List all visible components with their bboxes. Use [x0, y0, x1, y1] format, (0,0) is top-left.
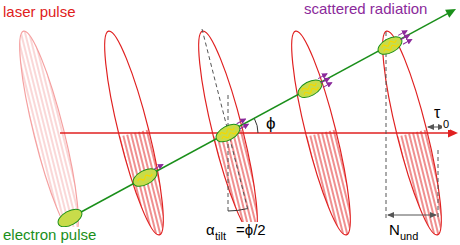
phi-arc	[254, 119, 258, 133]
guide-line	[438, 150, 439, 219]
guide-line	[202, 29, 248, 210]
guide-line	[386, 32, 387, 219]
guide-line	[228, 95, 229, 212]
dimension-arrow	[388, 215, 436, 216]
electron-axis-head	[445, 9, 456, 18]
electron-bunch	[375, 29, 412, 58]
subscript: tilt	[214, 231, 227, 242]
angle-symbol-box: ϕ	[265, 115, 277, 133]
subscript-box: 0	[442, 114, 450, 132]
electron-pulse-label: electron pulse	[2, 227, 97, 242]
radiation-label: scattered radiation	[303, 1, 428, 16]
duration-symbol-box: τ	[433, 104, 441, 122]
angle-symbol: ϕ	[265, 115, 277, 132]
subscript-box: und	[399, 226, 419, 244]
duration-symbol: τ	[433, 105, 441, 121]
laser-pulse-label-box: laser pulse	[2, 3, 77, 21]
subscript-box: tilt	[214, 226, 227, 244]
laser-pulse-label: laser pulse	[2, 4, 77, 19]
tilt-angle-arc	[228, 209, 247, 211]
electron-bunch	[213, 116, 250, 145]
angle-formula-box: =ϕ/2	[235, 221, 267, 239]
subscript: und	[399, 231, 419, 242]
electron-bunch	[130, 161, 167, 190]
subscript: 0	[442, 119, 450, 130]
laser-axis	[60, 132, 450, 134]
electron-bunch	[295, 72, 332, 101]
electron-pulse-label-box: electron pulse	[2, 226, 97, 244]
electron-axis	[70, 13, 448, 218]
radiation-label-box: scattered radiation	[303, 0, 428, 18]
angle-formula: =ϕ/2	[235, 222, 267, 237]
